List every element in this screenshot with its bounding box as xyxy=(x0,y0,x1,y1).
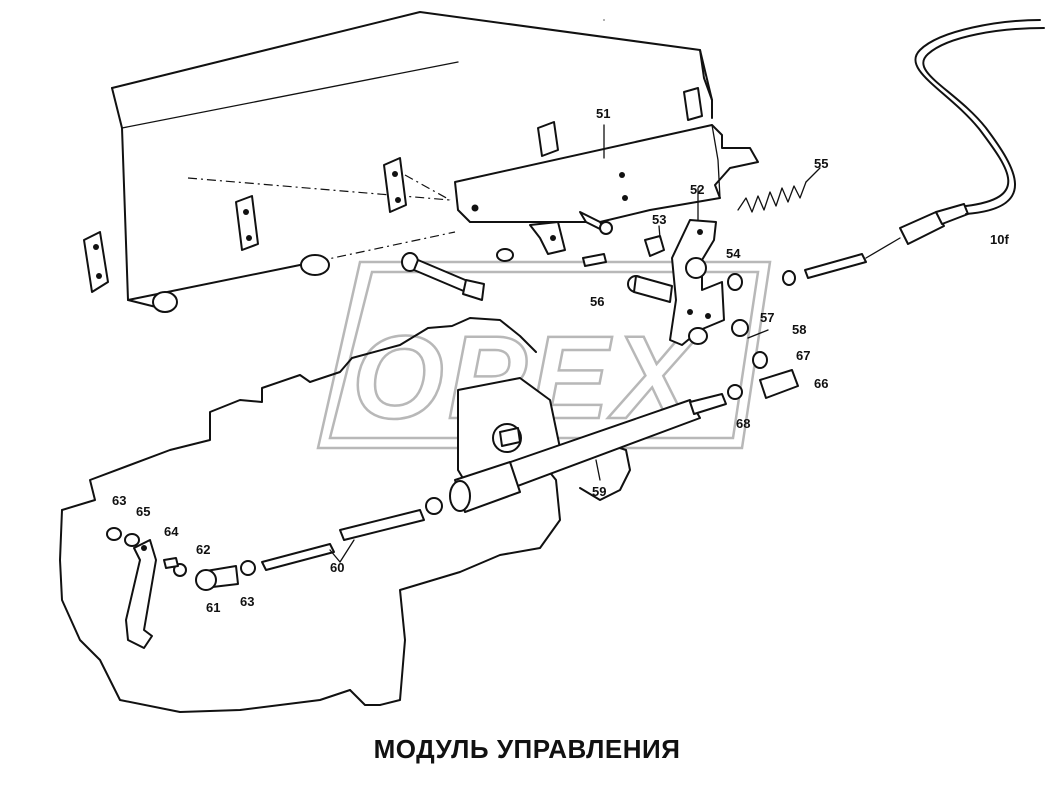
bracket-51 xyxy=(454,19,759,255)
washer-67 xyxy=(752,351,768,369)
frame-bracket xyxy=(683,87,703,121)
callout-67: 67 xyxy=(796,348,810,363)
rods-60 xyxy=(261,497,443,571)
cable-rod xyxy=(782,237,901,286)
diagram-caption: МОДУЛЬ УПРАВЛЕНИЯ xyxy=(373,734,681,764)
bushing-53 xyxy=(644,235,665,257)
callout-55: 55 xyxy=(814,156,828,171)
lower-linkage xyxy=(106,527,256,649)
frame-bracket xyxy=(235,195,259,251)
callout-68: 68 xyxy=(736,416,750,431)
callout-52: 52 xyxy=(690,182,704,197)
callout-10f: 10f xyxy=(990,232,1009,247)
callout-57: 57 xyxy=(760,310,774,325)
callout-62: 62 xyxy=(196,542,210,557)
callout-64: 64 xyxy=(164,524,179,539)
callout-51: 51 xyxy=(596,106,610,121)
nut-68 xyxy=(727,384,743,400)
pin-56 xyxy=(627,275,673,303)
frame-roller-right xyxy=(300,254,330,276)
callout-58: 58 xyxy=(792,322,806,337)
lever-plate-52 xyxy=(669,187,725,346)
cab-frame xyxy=(83,11,713,313)
bushing-66 xyxy=(759,369,799,399)
frame-bracket xyxy=(83,231,109,293)
callout-60: 60 xyxy=(330,560,344,575)
callout-66: 66 xyxy=(814,376,828,391)
actuator-cylinder-59 xyxy=(449,377,727,513)
callout-63-bottom: 63 xyxy=(240,594,254,609)
long-bolt xyxy=(401,211,613,301)
frame-roller-left xyxy=(152,291,178,313)
callouts: 51 52 53 54 55 56 57 58 59 60 61 62 63 6… xyxy=(112,106,1009,615)
callout-65: 65 xyxy=(136,504,150,519)
callout-63-top: 63 xyxy=(112,493,126,508)
frame-bracket xyxy=(383,157,407,213)
frame-bracket xyxy=(537,121,559,157)
callout-56: 56 xyxy=(590,294,604,309)
callout-53: 53 xyxy=(652,212,666,227)
washer-54 xyxy=(727,273,743,291)
cotter-pin-58 xyxy=(747,329,769,339)
spring-55 xyxy=(737,167,821,213)
washer-57 xyxy=(731,319,749,337)
callout-59: 59 xyxy=(592,484,606,499)
callout-54: 54 xyxy=(726,246,741,261)
callout-61: 61 xyxy=(206,600,220,615)
engine-block xyxy=(59,317,631,713)
cable-10f xyxy=(899,19,1045,245)
